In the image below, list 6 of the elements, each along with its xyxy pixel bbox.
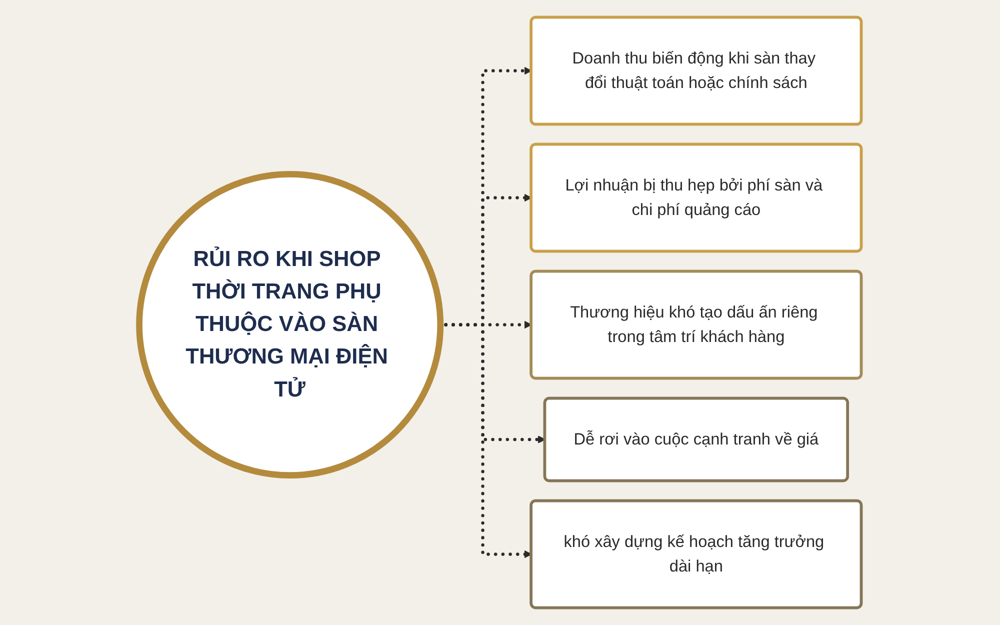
risk-text: Doanh thu biến động khi sàn thay đổi thuật toán hoặc chính sách	[571, 48, 816, 94]
risk-text: Dễ rơi vào cuộc cạnh tranh về giá	[573, 428, 818, 450]
risk-text: khó xây dựng kế hoạch tăng trưởng dài hạn	[562, 531, 825, 578]
topic-title: RỦI RO KHI SHOP THỜI TRANG PHỤ THUỘC VÀO SÀN THƯƠNG MẠI ĐIỆN TỬ	[184, 246, 389, 404]
risk-text: Thương hiệu khó tạo dấu ấn riêng trong tâm trí khách hàng	[568, 302, 818, 348]
risk-text: Lợi nhuận bị thu hẹp bởi phí sàn và chi phí quảng cáo	[564, 175, 824, 221]
